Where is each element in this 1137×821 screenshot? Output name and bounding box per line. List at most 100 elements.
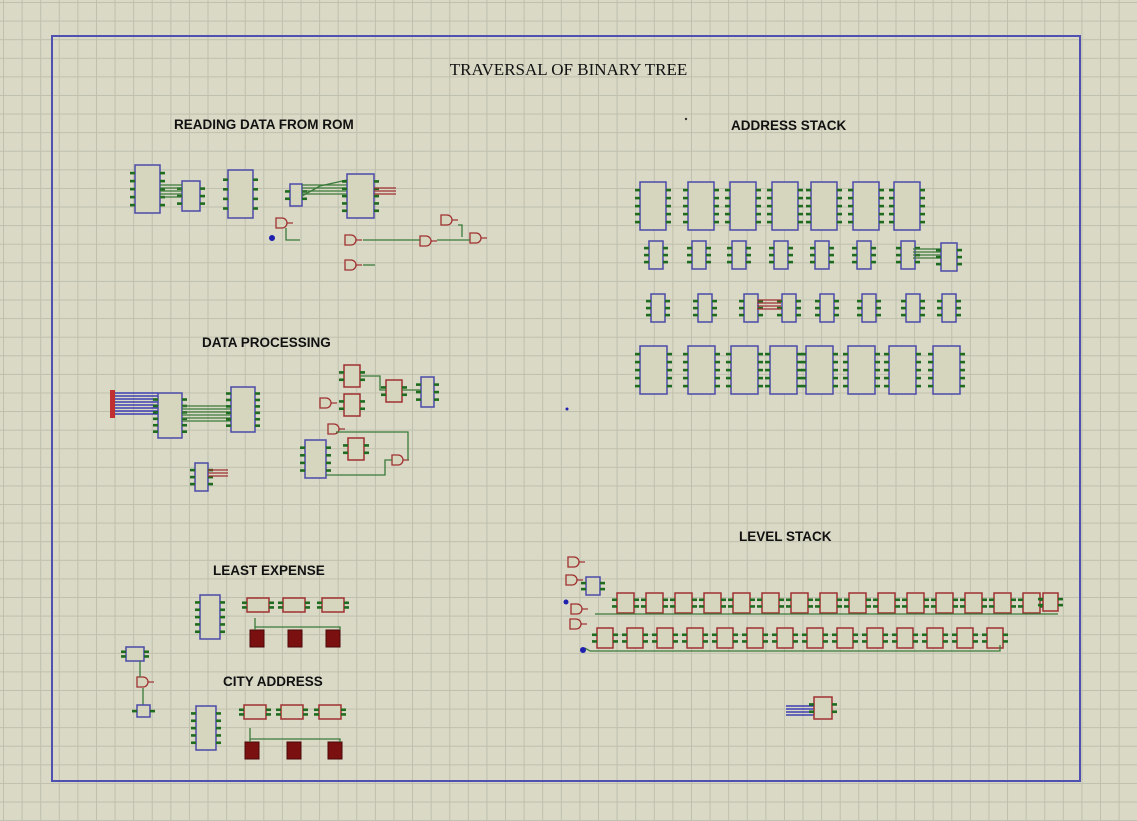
ic-chip-icon[interactable] [650, 293, 666, 323]
flip-flop-icon[interactable] [813, 696, 833, 720]
ic-chip-icon[interactable] [687, 345, 716, 395]
ic-chip-icon[interactable] [691, 240, 707, 270]
flip-flop-icon[interactable] [986, 627, 1004, 649]
flip-flop-icon[interactable] [280, 704, 304, 720]
ic-chip-icon[interactable] [157, 392, 183, 439]
flip-flop-icon[interactable] [819, 592, 838, 614]
ic-chip-icon[interactable] [648, 240, 664, 270]
ic-chip-icon[interactable] [888, 345, 917, 395]
led-icon[interactable] [244, 741, 260, 760]
flip-flop-icon[interactable] [318, 704, 342, 720]
logic-gate-icon[interactable] [469, 232, 482, 244]
flip-flop-icon[interactable] [385, 379, 403, 403]
led-icon[interactable] [286, 741, 302, 760]
ic-chip-icon[interactable] [195, 705, 217, 751]
probe-icon[interactable] [269, 235, 275, 241]
flip-flop-icon[interactable] [896, 627, 914, 649]
ic-chip-icon[interactable] [810, 181, 838, 231]
ic-chip-icon[interactable] [420, 376, 435, 408]
ic-chip-icon[interactable] [227, 169, 254, 219]
ic-chip-icon[interactable] [730, 345, 759, 395]
ic-chip-icon[interactable] [125, 646, 145, 662]
flip-flop-icon[interactable] [836, 627, 854, 649]
ic-chip-icon[interactable] [771, 181, 799, 231]
flip-flop-icon[interactable] [686, 627, 704, 649]
flip-flop-icon[interactable] [877, 592, 896, 614]
flip-flop-icon[interactable] [656, 627, 674, 649]
flip-flop-icon[interactable] [626, 627, 644, 649]
flip-flop-icon[interactable] [343, 364, 361, 388]
flip-flop-icon[interactable] [993, 592, 1012, 614]
flip-flop-icon[interactable] [703, 592, 722, 614]
ic-chip-icon[interactable] [729, 181, 757, 231]
flip-flop-icon[interactable] [347, 437, 365, 461]
logic-gate-icon[interactable] [565, 574, 578, 586]
ic-chip-icon[interactable] [814, 240, 830, 270]
ic-chip-icon[interactable] [769, 345, 798, 395]
ic-chip-icon[interactable] [781, 293, 797, 323]
flip-flop-icon[interactable] [848, 592, 867, 614]
ic-chip-icon[interactable] [230, 386, 256, 433]
logic-gate-icon[interactable] [344, 234, 357, 246]
probe-icon[interactable] [580, 647, 586, 653]
ic-chip-icon[interactable] [905, 293, 921, 323]
flip-flop-icon[interactable] [1022, 592, 1041, 614]
ic-chip-icon[interactable] [697, 293, 713, 323]
flip-flop-icon[interactable] [616, 592, 635, 614]
flip-flop-icon[interactable] [866, 627, 884, 649]
ic-chip-icon[interactable] [289, 183, 303, 207]
flip-flop-icon[interactable] [746, 627, 764, 649]
logic-gate-icon[interactable] [136, 676, 149, 688]
logic-gate-icon[interactable] [567, 556, 580, 568]
logic-gate-icon[interactable] [319, 397, 332, 409]
ic-chip-icon[interactable] [346, 173, 375, 219]
flip-flop-icon[interactable] [1042, 592, 1059, 612]
flip-flop-icon[interactable] [806, 627, 824, 649]
ic-chip-icon[interactable] [639, 181, 667, 231]
ic-chip-icon[interactable] [304, 439, 327, 479]
ic-chip-icon[interactable] [199, 594, 221, 640]
flip-flop-icon[interactable] [956, 627, 974, 649]
ic-chip-icon[interactable] [856, 240, 872, 270]
ic-chip-icon[interactable] [136, 704, 151, 718]
ic-chip-icon[interactable] [847, 345, 876, 395]
flip-flop-icon[interactable] [674, 592, 693, 614]
ic-chip-icon[interactable] [134, 164, 161, 214]
ic-chip-icon[interactable] [932, 345, 961, 395]
ic-chip-icon[interactable] [585, 576, 601, 596]
flip-flop-icon[interactable] [596, 627, 614, 649]
flip-flop-icon[interactable] [732, 592, 751, 614]
flip-flop-icon[interactable] [761, 592, 780, 614]
led-icon[interactable] [325, 629, 341, 648]
flip-flop-icon[interactable] [282, 597, 306, 613]
flip-flop-icon[interactable] [343, 393, 361, 417]
logic-gate-icon[interactable] [344, 259, 357, 271]
flip-flop-icon[interactable] [246, 597, 270, 613]
ic-chip-icon[interactable] [893, 181, 921, 231]
ic-chip-icon[interactable] [940, 242, 958, 272]
flip-flop-icon[interactable] [645, 592, 664, 614]
ic-chip-icon[interactable] [805, 345, 834, 395]
ic-chip-icon[interactable] [687, 181, 715, 231]
led-icon[interactable] [287, 629, 303, 648]
flip-flop-icon[interactable] [790, 592, 809, 614]
flip-flop-icon[interactable] [964, 592, 983, 614]
logic-gate-icon[interactable] [569, 618, 582, 630]
flip-flop-icon[interactable] [935, 592, 954, 614]
flip-flop-icon[interactable] [716, 627, 734, 649]
ic-chip-icon[interactable] [181, 180, 201, 212]
ic-chip-icon[interactable] [773, 240, 789, 270]
logic-gate-icon[interactable] [570, 603, 583, 615]
ic-chip-icon[interactable] [852, 181, 880, 231]
flip-flop-icon[interactable] [243, 704, 267, 720]
flip-flop-icon[interactable] [321, 597, 345, 613]
flip-flop-icon[interactable] [776, 627, 794, 649]
ic-chip-icon[interactable] [900, 240, 916, 270]
logic-gate-icon[interactable] [440, 214, 453, 226]
logic-gate-icon[interactable] [391, 454, 404, 466]
ic-chip-icon[interactable] [731, 240, 747, 270]
led-icon[interactable] [249, 629, 265, 648]
probe-icon[interactable] [563, 599, 569, 605]
ic-chip-icon[interactable] [194, 462, 209, 492]
logic-gate-icon[interactable] [419, 235, 432, 247]
